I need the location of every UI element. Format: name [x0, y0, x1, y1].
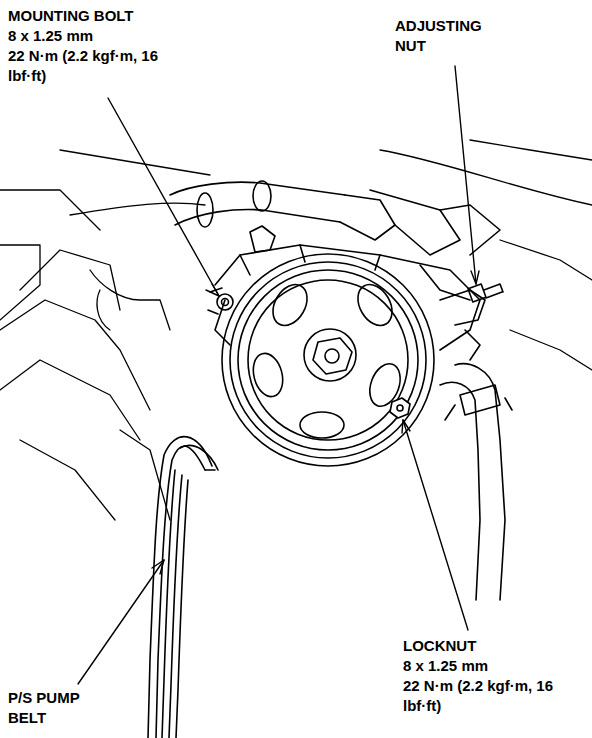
part-label: ADJUSTING NUT [393, 16, 501, 56]
engine-outline [0, 140, 592, 520]
locknut [390, 398, 410, 418]
pump-pulley [222, 254, 434, 466]
leader-line [78, 66, 479, 684]
pump-body [208, 245, 480, 350]
adjusting-bracket [440, 284, 503, 360]
part-label: 22 N·m (2.2 kgf·m, 16 lbf·ft) [6, 46, 182, 86]
part-label: 8 x 1.25 mm [6, 26, 185, 46]
part-label: MOUNTING BOLT [6, 6, 185, 26]
return-hose [440, 364, 512, 600]
part-label: LOCKNUT [401, 636, 580, 656]
pressure-hose [170, 181, 500, 255]
part-label: 22 N·m (2.2 kgf·m, 16 lbf·ft) [401, 676, 577, 716]
belt [148, 437, 218, 738]
part-label: P/S PUMP BELT [6, 688, 94, 728]
part-label: 8 x 1.25 mm [401, 656, 580, 676]
